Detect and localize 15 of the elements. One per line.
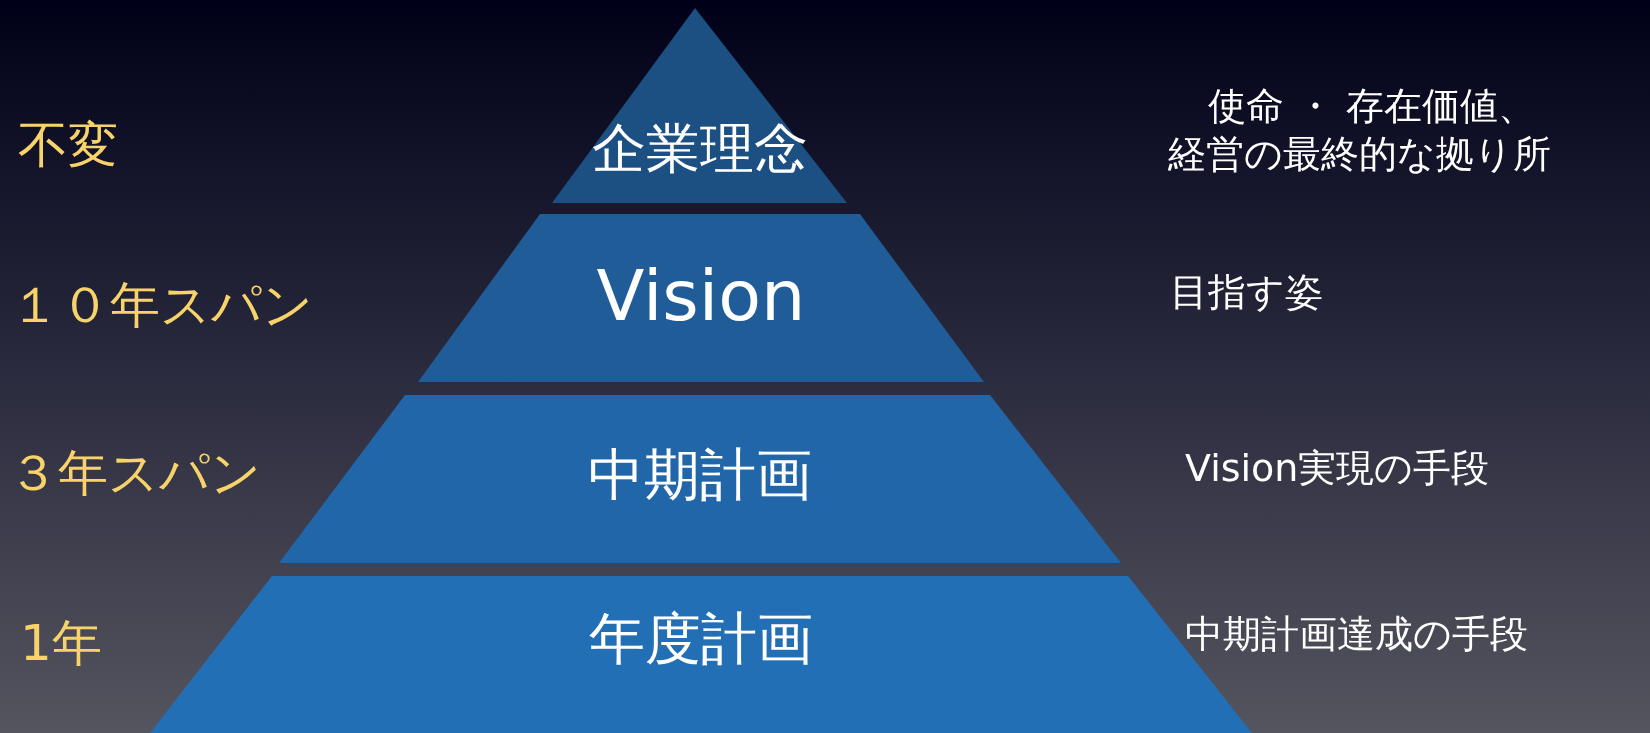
pyramid-tier — [418, 214, 984, 382]
time-span-label: １０年スパン — [10, 275, 313, 336]
tier-label: 企業理念 — [591, 115, 808, 182]
tier-label: 中期計画 — [588, 440, 812, 509]
tier-description: Vision実現の手段 — [1185, 445, 1490, 492]
tier-label: Vision — [596, 254, 806, 337]
tier-description: 中期計画達成の手段 — [1185, 611, 1528, 658]
pyramid-tier — [552, 8, 847, 203]
time-span-label: 不変 — [18, 115, 118, 176]
pyramid-tier — [279, 395, 1121, 563]
tier-description: 目指す姿 — [1170, 269, 1323, 316]
time-span-label: 1年 — [20, 613, 102, 674]
tier-description: 使命 ・ 存在価値、経営の最終的な拠り所 — [1168, 83, 1552, 178]
tier-label: 年度計画 — [589, 604, 813, 673]
time-span-label: ３年スパン — [8, 443, 261, 504]
